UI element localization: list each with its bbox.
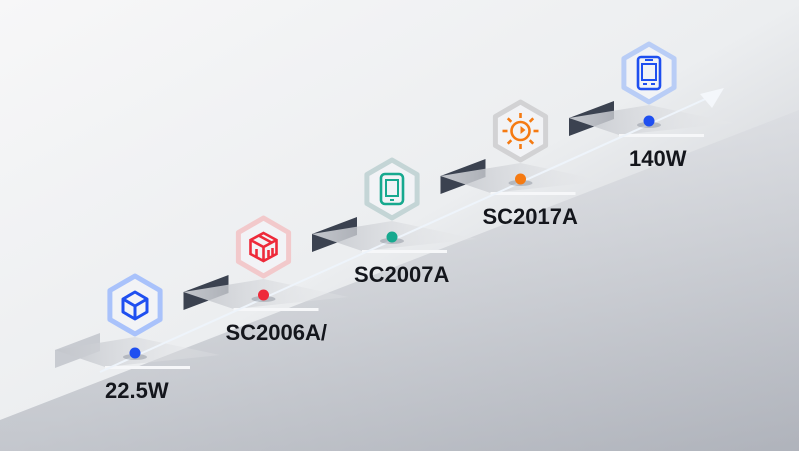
- step-edge: [105, 366, 190, 369]
- milestone-dot: [258, 289, 269, 301]
- hexagon-badge: [492, 99, 549, 163]
- hexagon-badge: [621, 41, 677, 105]
- progress-arrow: [99, 88, 724, 373]
- step-edge: [619, 134, 704, 137]
- milestone-label: SC2017A: [483, 204, 579, 229]
- milestone-dot: [386, 231, 398, 243]
- milestone-dot: [515, 173, 526, 185]
- milestone-4: SC2017A: [483, 99, 579, 229]
- milestone-label: 140W: [629, 146, 687, 171]
- milestone-1: 22.5W: [105, 273, 169, 403]
- step-edge: [490, 192, 576, 195]
- hexagon-badge: [364, 157, 420, 221]
- phone-icon: [636, 55, 662, 91]
- step-edge: [362, 250, 447, 253]
- cube-icon: [121, 290, 149, 321]
- milestone-label: 22.5W: [105, 378, 169, 403]
- box-package-icon: [249, 231, 278, 263]
- step-edge: [233, 308, 319, 311]
- milestone-5: 140W: [621, 41, 687, 171]
- slope-surface: [0, 110, 799, 451]
- arrow-head-icon: [700, 88, 724, 108]
- milestone-label: SC2006A/: [226, 320, 328, 345]
- milestone-label: SC2007A: [354, 262, 450, 287]
- milestone-3: SC2007A: [354, 157, 450, 287]
- milestone-dot: [643, 115, 655, 127]
- tablet-icon: [379, 172, 405, 206]
- milestone-2: SC2006A/: [226, 215, 328, 345]
- sun-gauge-icon: [502, 113, 539, 149]
- milestone-dot: [129, 347, 141, 359]
